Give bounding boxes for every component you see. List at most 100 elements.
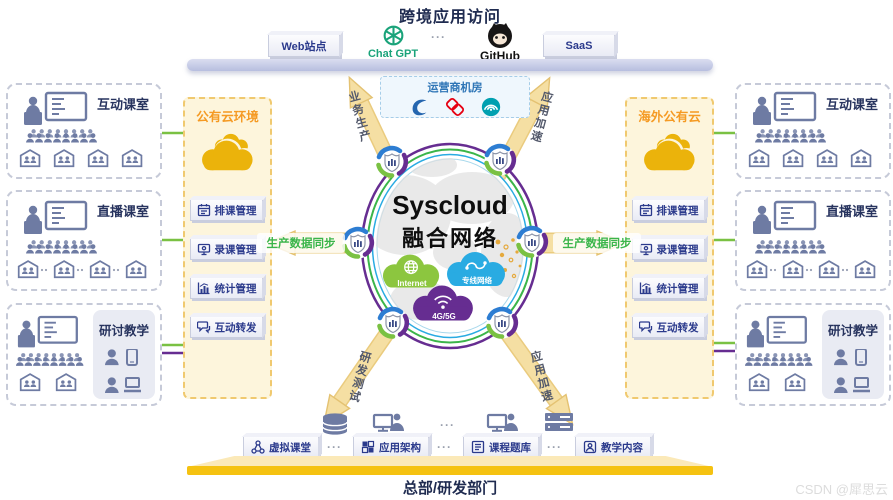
carrier-room-box: 运营商机房 xyxy=(380,76,530,118)
cloud-label: Internet xyxy=(397,279,427,288)
panel-title: 海外公有云 xyxy=(638,110,701,124)
carrier-room-title: 运营商机房 xyxy=(427,82,483,94)
button-label: 虚拟课堂 xyxy=(269,441,311,454)
chat-bubbles-icon xyxy=(638,321,652,333)
classroom-title: 研讨教学 xyxy=(98,324,149,338)
bottom-ellipsis: ··· xyxy=(547,440,562,454)
classroom-illustration xyxy=(743,315,827,399)
button-label: 课程题库 xyxy=(489,441,531,454)
classroom-livestream-left: 直播课室 xyxy=(6,190,162,291)
classroom-seminar-right: 研讨教学 xyxy=(735,303,891,406)
top-section-title: 跨境应用访问 xyxy=(398,9,501,26)
question-bank-button[interactable]: 课程题库 xyxy=(463,436,539,458)
classroom-seminar-left: 研讨教学 xyxy=(6,303,162,406)
bottom-ellipsis: ··· xyxy=(327,440,342,454)
cloud-label: 4G/5G xyxy=(432,312,456,321)
button-label: 教学内容 xyxy=(601,441,643,454)
bottom-platform-top-face xyxy=(187,456,713,467)
course-recording-button[interactable]: 录课管理 xyxy=(190,238,263,260)
china-unicom-logo-icon xyxy=(445,97,465,117)
bar-chart-icon xyxy=(639,281,652,295)
server-rack-icon xyxy=(545,413,573,431)
chatgpt-icon xyxy=(383,25,404,46)
developer-workstation-icon xyxy=(486,412,520,433)
document-list-icon xyxy=(471,440,485,454)
flow-label-data-sync-left: 生产数据同步 xyxy=(257,233,345,253)
web-site-box[interactable]: Web站点 xyxy=(268,34,340,57)
calendar-icon xyxy=(197,203,210,217)
classroom-illustration xyxy=(14,200,154,284)
dedicated-line-cloud: 专线网络 xyxy=(445,251,509,289)
monitor-icon xyxy=(197,243,210,256)
classroom-livestream-right: 直播课室 xyxy=(735,190,891,291)
top-platform-bar xyxy=(187,59,713,71)
china-telecom-logo-icon xyxy=(412,99,427,116)
button-label: 排课管理 xyxy=(214,204,257,217)
cloud-label: 专线网络 xyxy=(462,276,492,285)
public-cloud-panel: 公有云环境 排课管理 录课管理 统计管理 互动转发 xyxy=(183,97,272,399)
course-recording-button[interactable]: 录课管理 xyxy=(632,238,705,260)
classroom-illustration xyxy=(14,91,154,171)
saas-box[interactable]: SaaS xyxy=(543,34,615,57)
statistics-button[interactable]: 统计管理 xyxy=(632,277,705,299)
statistics-button[interactable]: 统计管理 xyxy=(190,277,263,299)
classroom-illustration xyxy=(743,91,883,171)
bar-chart-icon xyxy=(197,281,210,295)
flow-label-data-sync-right: 生产数据同步 xyxy=(553,233,641,253)
classroom-interactive-left: 互动课室 xyxy=(6,83,162,179)
internet-cloud: Internet xyxy=(381,253,443,291)
calendar-icon xyxy=(639,203,652,217)
network-nodes-icon xyxy=(251,440,265,454)
button-label: 应用架构 xyxy=(379,441,421,454)
database-icon xyxy=(322,412,348,436)
course-scheduling-button[interactable]: 排课管理 xyxy=(632,199,705,221)
person-phone-icon xyxy=(105,349,143,367)
interactive-forward-button[interactable]: 互动转发 xyxy=(190,316,263,338)
virtual-classroom-button[interactable]: 虚拟课堂 xyxy=(243,436,319,458)
person-laptop-icon xyxy=(105,377,143,393)
button-label: 互动转发 xyxy=(214,321,257,334)
person-phone-icon xyxy=(834,349,872,367)
course-scheduling-button[interactable]: 排课管理 xyxy=(190,199,263,221)
classroom-illustration xyxy=(743,200,883,284)
button-label: 统计管理 xyxy=(214,282,257,295)
classroom-title: 互动课室 xyxy=(96,97,149,112)
bottom-section-title: 总部/研发部门 xyxy=(402,480,498,497)
bottom-platform-bar xyxy=(187,466,713,475)
button-label: 统计管理 xyxy=(656,282,699,295)
classroom-title: 直播课室 xyxy=(825,204,878,219)
web-site-label: Web站点 xyxy=(281,40,327,53)
grid-blocks-icon xyxy=(361,440,375,454)
saas-label: SaaS xyxy=(565,39,593,52)
interactive-forward-button[interactable]: 互动转发 xyxy=(632,316,705,338)
cellular-cloud: 4G/5G xyxy=(411,284,477,324)
arrow-rd-testing xyxy=(322,322,398,427)
classroom-interactive-right: 互动课室 xyxy=(735,83,891,179)
panel-title: 公有云环境 xyxy=(196,110,259,124)
top-ellipsis: ··· xyxy=(431,30,446,44)
github-icon xyxy=(488,23,512,48)
button-label: 录课管理 xyxy=(656,243,699,256)
remote-attendee-panel: 研讨教学 xyxy=(93,310,155,399)
arrow-app-acceleration-bottom xyxy=(496,322,574,426)
button-label: 排课管理 xyxy=(656,204,699,217)
hub-title: Syscloud xyxy=(392,190,508,220)
person-laptop-icon xyxy=(834,377,872,393)
classroom-title: 研讨教学 xyxy=(827,324,878,338)
chatgpt-label[interactable]: Chat GPT xyxy=(367,48,419,60)
app-architecture-button[interactable]: 应用架构 xyxy=(353,436,429,458)
developer-workstation-icon xyxy=(372,412,406,433)
chat-bubbles-icon xyxy=(196,321,210,333)
gold-cloud-icon xyxy=(637,133,703,181)
button-label: 互动转发 xyxy=(656,321,699,334)
button-label: 录课管理 xyxy=(214,243,257,256)
classroom-title: 互动课室 xyxy=(825,97,878,112)
watermark: CSDN @犀思云 xyxy=(795,482,888,497)
device-row-ellipsis: ··· xyxy=(440,418,455,432)
china-mobile-logo-icon xyxy=(481,97,501,117)
hub-subtitle: 融合网络 xyxy=(401,226,498,251)
person-card-icon xyxy=(583,440,597,454)
teaching-content-button[interactable]: 教学内容 xyxy=(575,436,651,458)
classroom-illustration xyxy=(14,315,98,399)
